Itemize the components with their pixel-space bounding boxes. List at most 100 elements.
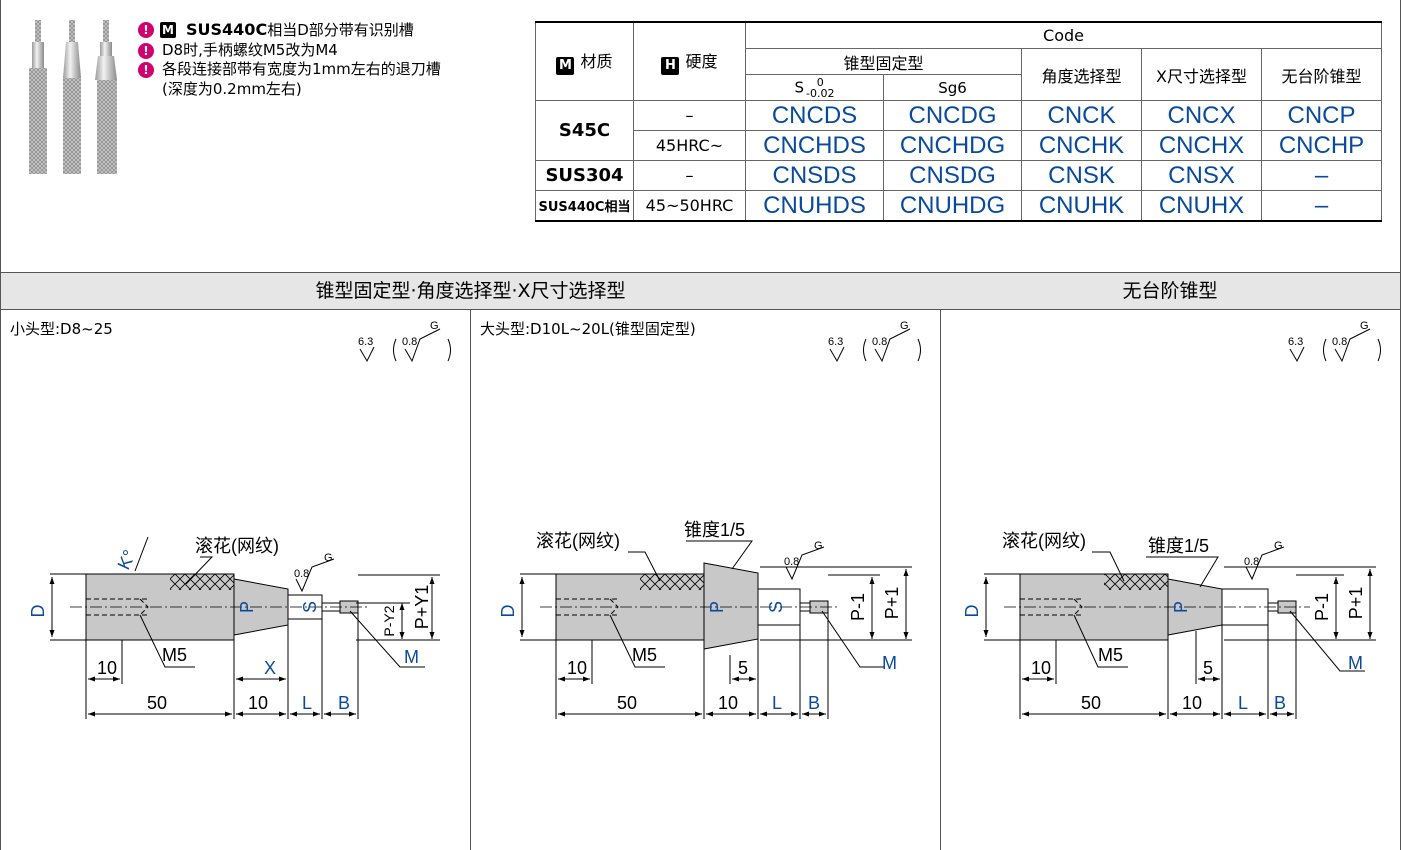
svg-text:50: 50	[147, 693, 167, 713]
svg-text:P: P	[707, 601, 727, 613]
svg-text:M5: M5	[1098, 645, 1123, 665]
code-cell: –	[1261, 190, 1382, 222]
svg-text:50: 50	[617, 693, 637, 713]
svg-text:B: B	[808, 693, 820, 713]
svg-text:锥度1/5: 锥度1/5	[1148, 536, 1209, 556]
svg-text:L: L	[1238, 693, 1248, 713]
svg-text:6.3: 6.3	[1288, 336, 1303, 348]
code-cell[interactable]: CNUHK	[1021, 190, 1142, 222]
material-sus304: SUS304	[535, 160, 634, 191]
svg-text:P-1: P-1	[1312, 593, 1332, 621]
header-s-tolerance: S 0 -0.02	[745, 74, 884, 101]
header-code: Code	[745, 21, 1382, 49]
svg-text:M: M	[882, 653, 897, 673]
svg-text:0.8: 0.8	[872, 336, 887, 348]
divider	[940, 309, 941, 850]
material-icon: M	[556, 57, 575, 75]
knurl-label: 滚花(网纹)	[195, 536, 279, 556]
code-cell[interactable]: CNCK	[1021, 100, 1142, 131]
code-cell[interactable]: CNCHX	[1141, 130, 1262, 161]
code-cell[interactable]: CNUHX	[1141, 190, 1262, 222]
code-cell[interactable]: CNCP	[1261, 100, 1382, 131]
code-cell[interactable]: CNSDG	[883, 160, 1022, 191]
frame-left	[0, 0, 1, 272]
code-cell[interactable]: CNSX	[1141, 160, 1262, 191]
dim-s: S	[300, 601, 320, 613]
dim-p: P	[237, 601, 257, 613]
svg-text:G: G	[1360, 320, 1369, 332]
svg-text:M5: M5	[632, 645, 657, 665]
svg-text:D: D	[498, 605, 518, 618]
svg-text:G: G	[900, 320, 909, 332]
code-cell[interactable]: CNCX	[1141, 100, 1262, 131]
code-cell[interactable]: CNSK	[1021, 160, 1142, 191]
svg-text:10: 10	[97, 658, 117, 678]
hardness-cell: 45HRC~	[633, 130, 746, 161]
technical-drawings: 6.3 0.8 G D P S K° 滚花(网纹) 0.8 G	[28, 320, 1381, 719]
header-taper-fixed: 锥型固定型	[745, 48, 1022, 75]
hardness-icon: H	[661, 57, 680, 75]
roughness-value: 6.3	[358, 336, 373, 348]
note-3: ! 各段连接部带有宽度为1mm左右的退刀槽	[138, 60, 528, 80]
dim-py1: P+Y1	[412, 585, 432, 630]
product-photo	[29, 20, 117, 174]
material-sus440c: SUS440C相当	[535, 190, 634, 222]
svg-text:P+1: P+1	[882, 587, 902, 620]
code-cell[interactable]: CNCDG	[883, 100, 1022, 131]
svg-text:M: M	[1348, 653, 1363, 673]
code-cell[interactable]: CNCHK	[1021, 130, 1142, 161]
dim-py2: P-Y2	[381, 605, 397, 636]
code-cell[interactable]: CNCHDS	[745, 130, 884, 161]
code-cell[interactable]: CNCHDG	[883, 130, 1022, 161]
svg-text:10: 10	[248, 693, 268, 713]
material-s45c: S45C	[535, 100, 634, 161]
hardness-cell: –	[633, 160, 746, 191]
note-4: (深度为0.2mm左右)	[162, 79, 302, 98]
panel-title-left: 锥型固定型·角度选择型·X尺寸选择型	[0, 272, 941, 310]
code-cell[interactable]: CNUHDS	[745, 190, 884, 222]
svg-text:P-1: P-1	[848, 593, 868, 621]
svg-text:G: G	[814, 540, 823, 552]
svg-text:L: L	[772, 693, 782, 713]
header-sg6: Sg6	[883, 74, 1022, 101]
svg-text:0.8: 0.8	[294, 568, 309, 580]
code-cell[interactable]: CNCDS	[745, 100, 884, 131]
dim-m5: M5	[162, 645, 187, 665]
code-cell: –	[1261, 160, 1382, 191]
svg-text:0.8: 0.8	[1332, 336, 1347, 348]
alert-icon: !	[138, 22, 154, 38]
subtitle-small-head: 小头型:D8~25	[10, 320, 113, 338]
svg-text:锥度1/5: 锥度1/5	[684, 520, 745, 540]
svg-text:滚花(网纹): 滚花(网纹)	[1002, 531, 1086, 551]
svg-text:0.8: 0.8	[784, 556, 799, 568]
drawing-no-step: 6.3 0.8 G D P 滚花(网纹) 锥度1/5 0.8 G P-1 P+1	[962, 320, 1381, 719]
note-1: ! M SUS440C相当D部分带有识别槽	[138, 20, 528, 41]
hardness-cell: –	[633, 100, 746, 131]
material-icon: M	[160, 22, 176, 38]
roughness-symbol: 6.3 0.8 G	[828, 320, 921, 363]
divider	[0, 272, 1, 850]
dim-b: B	[338, 693, 350, 713]
roughness-symbol: 6.3 0.8 G	[1288, 320, 1381, 363]
panel-title-right: 无台阶锥型	[940, 272, 1401, 310]
header-xsize: X尺寸选择型	[1141, 48, 1262, 101]
svg-text:0.8: 0.8	[1244, 556, 1259, 568]
svg-text:P: P	[1171, 601, 1191, 613]
svg-text:10: 10	[567, 658, 587, 678]
divider	[470, 309, 471, 850]
svg-text:G: G	[324, 552, 333, 564]
alert-icon: !	[138, 62, 154, 78]
notes: ! M SUS440C相当D部分带有识别槽 ! D8时,手柄螺纹M5改为M4 !…	[138, 20, 528, 99]
svg-text:S: S	[766, 601, 786, 613]
roughness-g: G	[430, 320, 439, 332]
header-angle: 角度选择型	[1021, 48, 1142, 101]
svg-text:6.3: 6.3	[828, 336, 843, 348]
code-cell[interactable]: CNUHDG	[883, 190, 1022, 222]
code-cell[interactable]: CNCHP	[1261, 130, 1382, 161]
code-cell[interactable]: CNSDS	[745, 160, 884, 191]
dim-d: D	[28, 605, 48, 618]
subtitle-large-head: 大头型:D10L~20L(锥型固定型)	[480, 320, 696, 338]
svg-text:10: 10	[1182, 693, 1202, 713]
